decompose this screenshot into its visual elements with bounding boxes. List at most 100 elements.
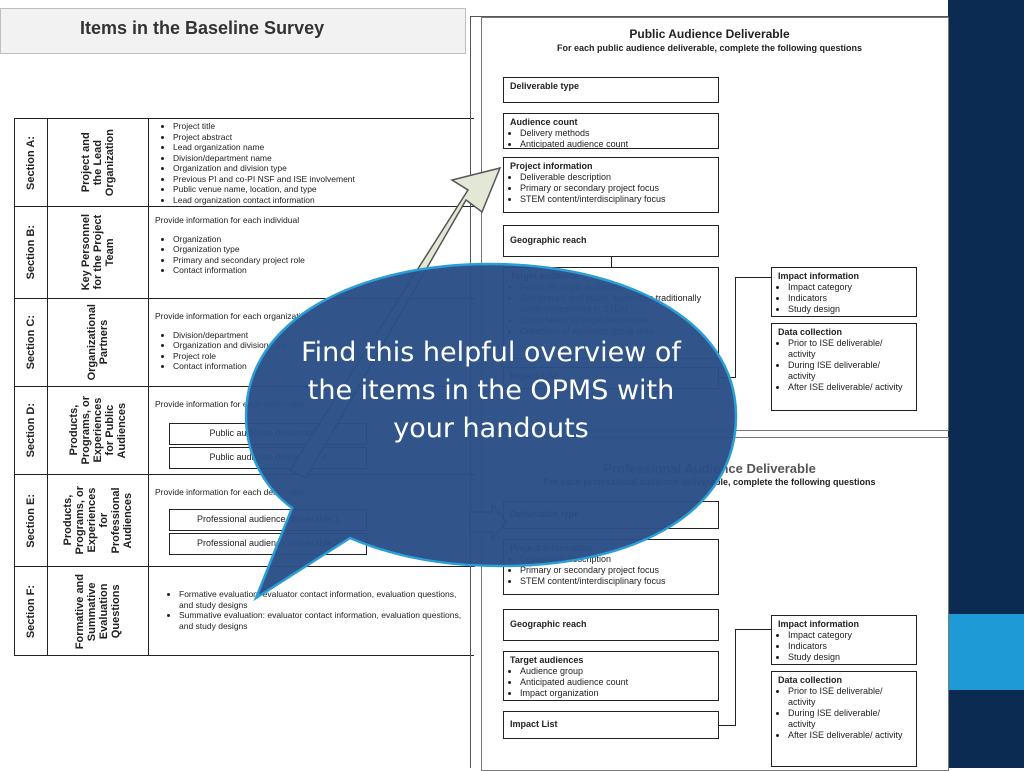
box-title: Deliverable type — [510, 509, 580, 519]
list-item: Delivery methods — [520, 128, 712, 139]
list-item: Indicators — [788, 293, 910, 304]
list-item: Impact category — [788, 282, 910, 293]
list-item: Organization and division type — [173, 340, 471, 351]
box-title: Target audiences — [510, 655, 584, 665]
left-title-box — [0, 8, 466, 54]
list-item: Lead organization name — [173, 142, 471, 153]
list-item: Primary or secondary project focus — [520, 565, 712, 576]
connector — [719, 377, 735, 378]
list-item: Primary and secondary project role — [173, 255, 471, 266]
connector — [735, 277, 736, 378]
section-a-row: Section A: Project and the Lead Organiza… — [15, 119, 475, 207]
list-item: Deliverable description — [520, 172, 712, 183]
list-item: Previous PI and co-PI NSF and ISE involv… — [173, 174, 471, 185]
section-name: Organizational Partners — [85, 304, 110, 381]
list-item: Contact information — [173, 361, 471, 372]
section-content: Formative evaluation: evaluator contact … — [161, 589, 471, 631]
section-content: Provide information for each deliverable — [155, 487, 471, 498]
section-content: Provide information for each deliverable — [155, 399, 471, 410]
list-item: STEM content/interdisciplinary focus — [520, 576, 712, 587]
professional-target-audiences-box: Target audiences Audience groupAnticipat… — [503, 651, 719, 701]
professional-deliverable-type-box: Deliverable type — [503, 501, 719, 529]
list-item: During ISE deliverable/ activity — [788, 360, 910, 382]
public-geographic-reach-box: Geographic reach — [503, 225, 719, 257]
list-item: During ISE deliverable/ activity — [788, 708, 910, 730]
public-impact-info-box: Impact information Impact categoryIndica… — [771, 267, 917, 317]
list-item: Age groups and public audiences traditio… — [520, 293, 712, 315]
box-title: Data collection — [778, 675, 843, 685]
section-label: Section B: — [25, 225, 37, 280]
list-item: Division/department name — [173, 153, 471, 164]
professional-geographic-reach-box: Geographic reach — [503, 609, 719, 641]
section-name: Products, Programs, or Experiences for P… — [67, 396, 128, 465]
list-item: Prior to ISE deliverable/ activity — [788, 338, 910, 360]
section-name: Products, Programs, or Experiences for P… — [61, 486, 134, 555]
public-deliverable-type-box: Deliverable type — [503, 77, 719, 103]
list-item: Focus on target audience — [520, 282, 712, 293]
box-title: Deliverable type — [510, 81, 580, 91]
list-item: Impact organization — [520, 688, 712, 699]
box-title: Target audience — [510, 271, 579, 281]
section-b-row: Section B: Key Personnel for the Project… — [15, 207, 475, 299]
section-name: Project and the Lead Organization — [79, 128, 116, 197]
left-title: Items in the Baseline Survey — [80, 18, 325, 38]
section-name: Key Personnel for the Project Team — [79, 214, 116, 291]
professional-subtitle: For each professional audience deliverab… — [543, 477, 876, 487]
box-title: Data collection — [778, 327, 843, 337]
section-label: Section E: — [25, 493, 37, 548]
professional-project-info-box: Project information Deliverable descript… — [503, 539, 719, 595]
slide-side-accent — [948, 614, 1024, 690]
list-item: Primary or secondary project focus — [520, 183, 712, 194]
section-label: Section A: — [25, 135, 37, 190]
public-project-info-box: Project information Deliverable descript… — [503, 157, 719, 213]
list-item: Audience group — [520, 666, 712, 677]
section-content: Provide information for each individual … — [155, 215, 471, 276]
connector — [611, 257, 612, 267]
box-title: Impact information — [778, 271, 860, 281]
professional-deliverable-1-box: Professional audience deliverable 1 — [169, 509, 367, 531]
section-f-row: Section F: Formative and Summative Evalu… — [15, 567, 475, 656]
list-item: After ISE deliverable/ activity — [788, 730, 910, 741]
connector — [735, 629, 736, 726]
list-item: Prior to ISE deliverable/ activity — [788, 686, 910, 708]
professional-deliverable-2-box: Professional audience deliverable 2 — [169, 533, 367, 555]
list-item: Public venue name, location, and type — [173, 184, 471, 195]
public-data-collection-box: Data collection Prior to ISE deliverable… — [771, 323, 917, 411]
list-item: Division/department — [173, 330, 471, 341]
list-item: Organization — [173, 234, 471, 245]
box-title: Geographic reach — [510, 619, 587, 629]
list-item: Anticipated audience count — [520, 139, 712, 150]
box-title: Project information — [510, 161, 593, 171]
professional-data-collection-box: Data collection Prior to ISE deliverable… — [771, 671, 917, 767]
list-item: Summative evaluation: evaluator contact … — [179, 610, 471, 631]
section-e-row: Section E: Products, Programs, or Experi… — [15, 475, 475, 567]
list-item: Organization type — [173, 244, 471, 255]
section-intro: Provide information for each deliverable — [155, 487, 305, 497]
section-label: Section F: — [25, 584, 37, 639]
section-content: Project title Project abstract Lead orga… — [155, 121, 471, 205]
list-item: Study design — [788, 304, 910, 315]
box-title: Project information — [510, 543, 593, 553]
list-item: Steps taken to target deliverable — [520, 315, 712, 326]
section-intro: Provide information for each organizatio… — [155, 311, 310, 321]
list-item: Lead organization contact information — [173, 195, 471, 206]
list-item: Contact information — [173, 265, 471, 276]
connector — [735, 277, 771, 278]
box-title: Impact List — [510, 719, 558, 729]
professional-impact-list-box: Impact List — [503, 711, 719, 739]
list-item: Formative evaluation: evaluator contact … — [179, 589, 471, 610]
section-label: Section C: — [25, 315, 37, 370]
list-item: After ISE deliverable/ activity — [788, 382, 910, 393]
connector — [719, 725, 735, 726]
list-item: STEM content/interdisciplinary focus — [520, 194, 712, 205]
list-item: Project role — [173, 351, 471, 362]
public-deliverable-2-box: Public audience deliverable 2 — [169, 447, 367, 469]
section-content: Provide information for each organizatio… — [155, 311, 471, 372]
list-item: Impact category — [788, 630, 910, 641]
connector — [735, 629, 771, 630]
section-name: Formative and Summative Evaluation Quest… — [73, 573, 122, 650]
section-label: Section D: — [25, 403, 37, 458]
box-title: Impact information — [778, 619, 860, 629]
professional-title: Professional Audience Deliverable — [603, 461, 816, 476]
public-subtitle: For each public audience deliverable, co… — [556, 43, 863, 53]
